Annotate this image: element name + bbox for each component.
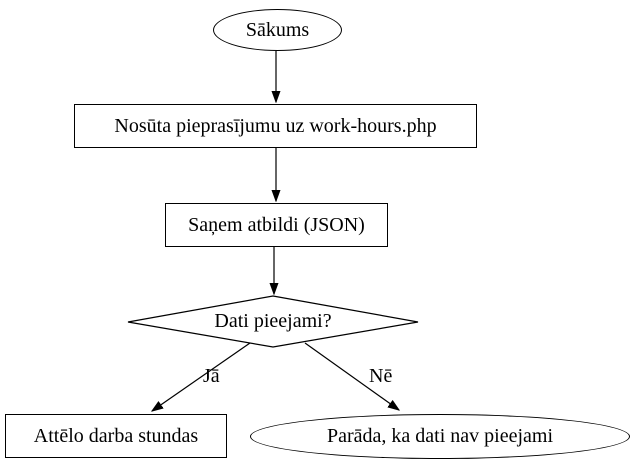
display-hours-node: Attēlo darba stundas xyxy=(5,414,227,458)
receive-response-node: Saņem atbildi (JSON) xyxy=(165,203,388,247)
edge-decision-no-to-no-data xyxy=(304,342,399,410)
receive-response-node-label: Saņem atbildi (JSON) xyxy=(188,213,365,236)
send-request-node-label: Nosūta pieprasījumu uz work-hours.php xyxy=(114,114,437,137)
start-node-label: Sākums xyxy=(245,18,310,41)
decision-node: Dati pieejami? xyxy=(128,296,418,347)
no-data-node-label: Parāda, ka dati nav pieejami xyxy=(326,425,553,447)
start-node: Sākums xyxy=(213,9,342,51)
send-request-node: Nosūta pieprasījumu uz work-hours.php xyxy=(74,104,477,148)
edge-label-yes: Jā xyxy=(203,365,220,387)
edge-decision-yes-to-display-hours xyxy=(152,342,251,411)
decision-diamond-shape xyxy=(127,295,419,348)
no-data-node: Parāda, ka dati nav pieejami xyxy=(250,414,630,459)
display-hours-node-label: Attēlo darba stundas xyxy=(33,424,199,447)
decision-node-label: Dati pieejami? xyxy=(214,310,332,332)
edge-label-no: Nē xyxy=(369,365,393,387)
